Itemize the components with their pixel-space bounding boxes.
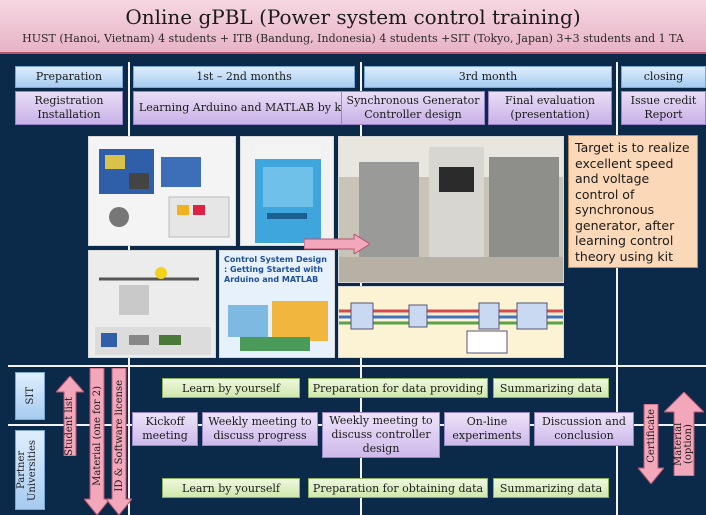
task-final-evaluation: Final evaluation (presentation) (488, 91, 612, 125)
target-description: Target is to realize excellent speed and… (568, 135, 698, 268)
arrow-right-icon (304, 234, 370, 254)
book-cover: Control System Design : Getting Started … (219, 250, 335, 358)
license-arrow-icon (106, 368, 132, 515)
phase-preparation: Preparation (15, 66, 123, 88)
lab-equipment-photo (338, 136, 564, 283)
license-label: ID & Software license (113, 380, 125, 492)
label-sit: SIT (15, 372, 45, 420)
weekly-meeting-progress: Weekly meeting to discuss progress (202, 412, 318, 446)
weekly-meeting-controller: Weekly meeting to discuss controller des… (322, 412, 440, 458)
page-title: Online gPBL (Power system control traini… (125, 5, 581, 29)
material-option-arrow-icon (664, 392, 704, 476)
system-block-diagram (338, 286, 564, 358)
online-experiments: On-line experiments (444, 412, 530, 446)
arduino-kit-photo (88, 136, 236, 246)
pendulum-kit-photo (88, 250, 216, 358)
divider-closing (616, 62, 618, 515)
discussion-conclusion: Discussion and conclusion (534, 412, 634, 446)
matlab-kit-box-photo (240, 136, 334, 246)
material-option-label: Material (option) (673, 422, 694, 466)
phase-month-3: 3rd month (364, 66, 612, 88)
sit-summarizing-data: Summarizing data (493, 378, 609, 398)
certificate-label: Certificate (645, 409, 657, 463)
task-learning-arduino: Learning Arduino and MATLAB by kit (133, 91, 355, 125)
kickoff-meeting: Kickoff meeting (132, 412, 198, 446)
partner-prep-obtaining-data: Preparation for obtaining data (308, 478, 488, 498)
certificate-arrow-icon (638, 404, 664, 484)
material-label: Material (one for 2) (91, 386, 103, 486)
label-partner-universities: Partner Universities (15, 430, 45, 510)
page-subtitle: HUST (Hanoi, Vietnam) 4 students + ITB (… (22, 32, 684, 45)
divider-sit-top (8, 365, 706, 367)
student-list-arrow-icon (56, 376, 84, 456)
partner-summarizing-data: Summarizing data (493, 478, 609, 498)
partner-learn-by-yourself: Learn by yourself (162, 478, 300, 498)
phase-closing: closing (621, 66, 706, 88)
header-banner: Online gPBL (Power system control traini… (0, 0, 706, 54)
material-arrow-icon (84, 368, 110, 515)
task-registration: Registration Installation (15, 91, 123, 125)
phase-months-1-2: 1st – 2nd months (133, 66, 355, 88)
sit-learn-by-yourself: Learn by yourself (162, 378, 300, 398)
sit-prep-data-providing: Preparation for data providing (308, 378, 488, 398)
student-list-label: Student list (63, 396, 75, 456)
book-title: Control System Design : Getting Started … (224, 255, 327, 284)
task-sync-generator: Synchronous Generator Controller design (341, 91, 485, 125)
task-issue-credit: Issue credit Report (621, 91, 706, 125)
